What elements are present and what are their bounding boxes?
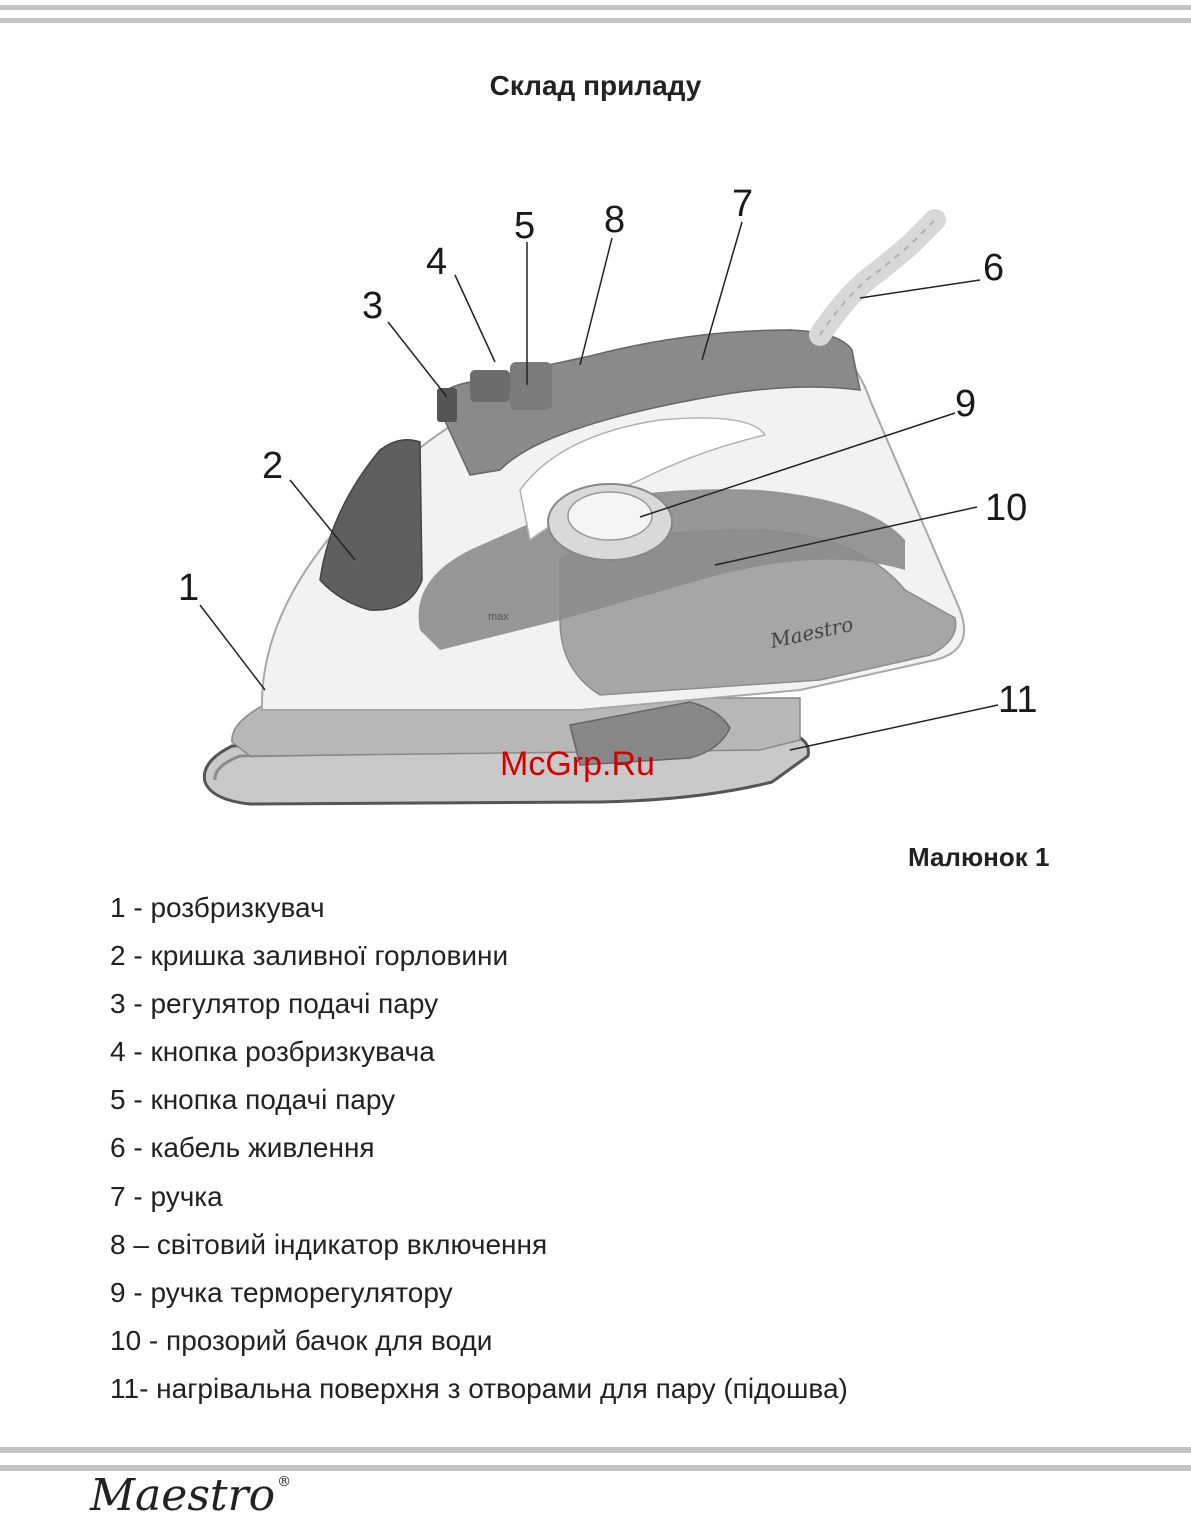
- registered-mark: ®: [277, 1474, 292, 1490]
- brand-logo: Maestro®: [90, 1470, 292, 1521]
- callout-3: 3: [362, 285, 383, 327]
- legend-item: 10 - прозорий бачок для води: [110, 1324, 493, 1356]
- legend-item: 11- нагрівальна поверхня з отворами для …: [110, 1372, 848, 1404]
- callout-5: 5: [514, 205, 535, 247]
- legend-item: 8 – світовий індикатор включення: [110, 1228, 548, 1260]
- power-cord: [809, 209, 946, 346]
- legend-item: 4 - кнопка розбризкувача: [110, 1036, 435, 1068]
- fill-cap: [319, 439, 423, 611]
- legend-item: 7 - ручка: [110, 1180, 223, 1212]
- brand-name: Maestro: [90, 1470, 276, 1521]
- watermark: McGrp.Ru: [500, 745, 655, 783]
- callout-1: 1: [178, 567, 199, 609]
- callout-9: 9: [955, 383, 976, 425]
- callout-2: 2: [262, 445, 283, 487]
- callout-11: 11: [998, 679, 1037, 721]
- callout-7: 7: [732, 183, 753, 225]
- callout-4: 4: [426, 241, 447, 283]
- iron-diagram: max Maestro 1 2 3 4 5 8 7 6 9 10 11 Mc: [0, 150, 1191, 840]
- legend-item: 5 - кнопка подачі пару: [110, 1084, 396, 1116]
- tank-max-mark: max: [488, 611, 509, 623]
- callout-8: 8: [604, 199, 625, 241]
- legend-item: 3 - регулятор подачі пару: [110, 988, 439, 1020]
- spray-button: [470, 370, 510, 402]
- steam-button: [510, 362, 552, 410]
- legend-item: 9 - ручка терморегулятору: [110, 1276, 453, 1308]
- bottom-rule-1: [0, 1447, 1191, 1453]
- bottom-rule-2: [0, 1465, 1191, 1471]
- legend-item: 6 - кабель живлення: [110, 1132, 375, 1164]
- callout-6: 6: [983, 247, 1004, 289]
- top-rule-1: [0, 5, 1191, 10]
- callout-10: 10: [985, 487, 1027, 529]
- legend-item: 2 - кришка заливної горловини: [110, 940, 509, 972]
- page-title: Склад приладу: [489, 70, 702, 101]
- parts-legend: 1 - розбризкувач 2 - кришка заливної гор…: [110, 888, 1110, 1417]
- steam-regulator: [437, 388, 457, 422]
- figure-caption: Малюнок 1: [908, 842, 1050, 872]
- top-rule-2: [0, 18, 1191, 23]
- legend-item: 1 - розбризкувач: [110, 892, 325, 923]
